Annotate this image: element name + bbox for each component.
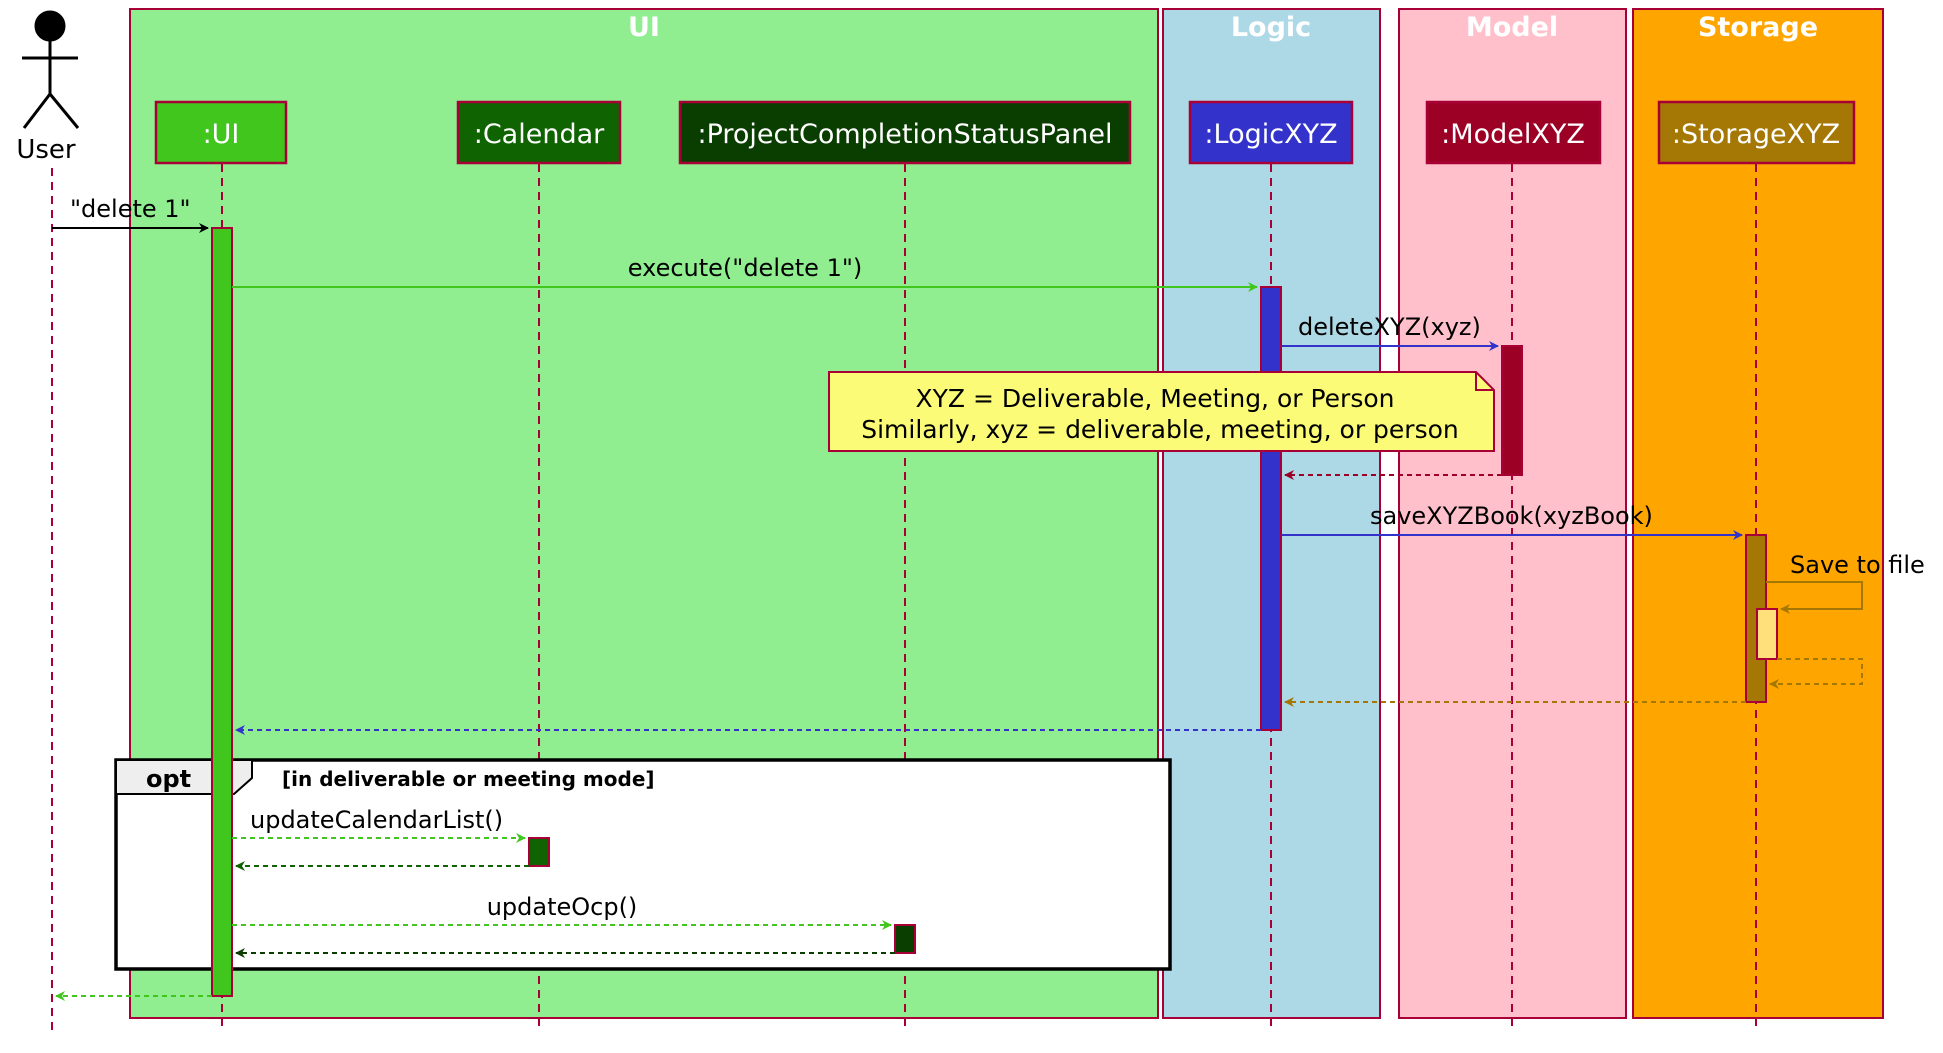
group-ui-title: UI [628, 12, 660, 43]
participant-storage-label: :StorageXYZ [1672, 119, 1840, 150]
group-storage-box [1632, 8, 1884, 1019]
message-m3-label: deleteXYZ(xyz) [1298, 313, 1481, 341]
message-m6-arrow [1766, 581, 1863, 614]
message-m6-label: Save to file [1790, 551, 1925, 579]
group-model-title: Model [1466, 12, 1558, 43]
activation-pcsp [894, 924, 916, 954]
note-line-2: Similarly, xyz = deliverable, meeting, o… [861, 415, 1459, 444]
participant-model-box [1425, 100, 1602, 165]
participant-calendar-label: :Calendar [474, 119, 605, 150]
participant-ui-box [154, 100, 288, 165]
opt-fragment-condition: [in deliverable or meeting mode] [282, 767, 655, 791]
participant-calendar-box [456, 100, 622, 165]
participant-pcsp-box [678, 100, 1132, 165]
message-m7-arrow [1769, 658, 1863, 689]
activation-logic [1260, 286, 1282, 731]
participant-ui-label: :UI [203, 119, 240, 150]
group-storage-title: Storage [1698, 12, 1818, 43]
group-model-box [1398, 8, 1627, 1019]
participant-logic-box [1188, 100, 1354, 165]
note-line-1: XYZ = Deliverable, Meeting, or Person [916, 384, 1395, 413]
message-m10-label: updateCalendarList() [250, 806, 503, 834]
participant-model-label: :ModelXYZ [1441, 119, 1585, 150]
message-m12-label: updateOcp() [487, 893, 638, 921]
message-m1-label: "delete 1" [70, 195, 191, 223]
note-box [828, 371, 1495, 452]
participant-pcsp-label: :ProjectCompletionStatusPanel [698, 119, 1113, 150]
activation-model [1501, 345, 1523, 476]
user-actor-icon [22, 10, 80, 129]
opt-fragment-box [114, 758, 1172, 971]
note-fold [1475, 372, 1494, 391]
participant-storage-box [1657, 100, 1856, 165]
message-m2-label: execute("delete 1") [628, 254, 862, 282]
opt-fragment-kind: opt [146, 765, 191, 793]
activation-calendar [528, 837, 550, 867]
user-actor-label: User [16, 135, 76, 165]
activation-storage-self [1756, 608, 1778, 660]
activation-ui [211, 227, 233, 997]
message-m5-label: saveXYZBook(xyzBook) [1370, 502, 1653, 530]
group-logic-title: Logic [1231, 12, 1311, 43]
participant-logic-label: :LogicXYZ [1204, 119, 1337, 150]
